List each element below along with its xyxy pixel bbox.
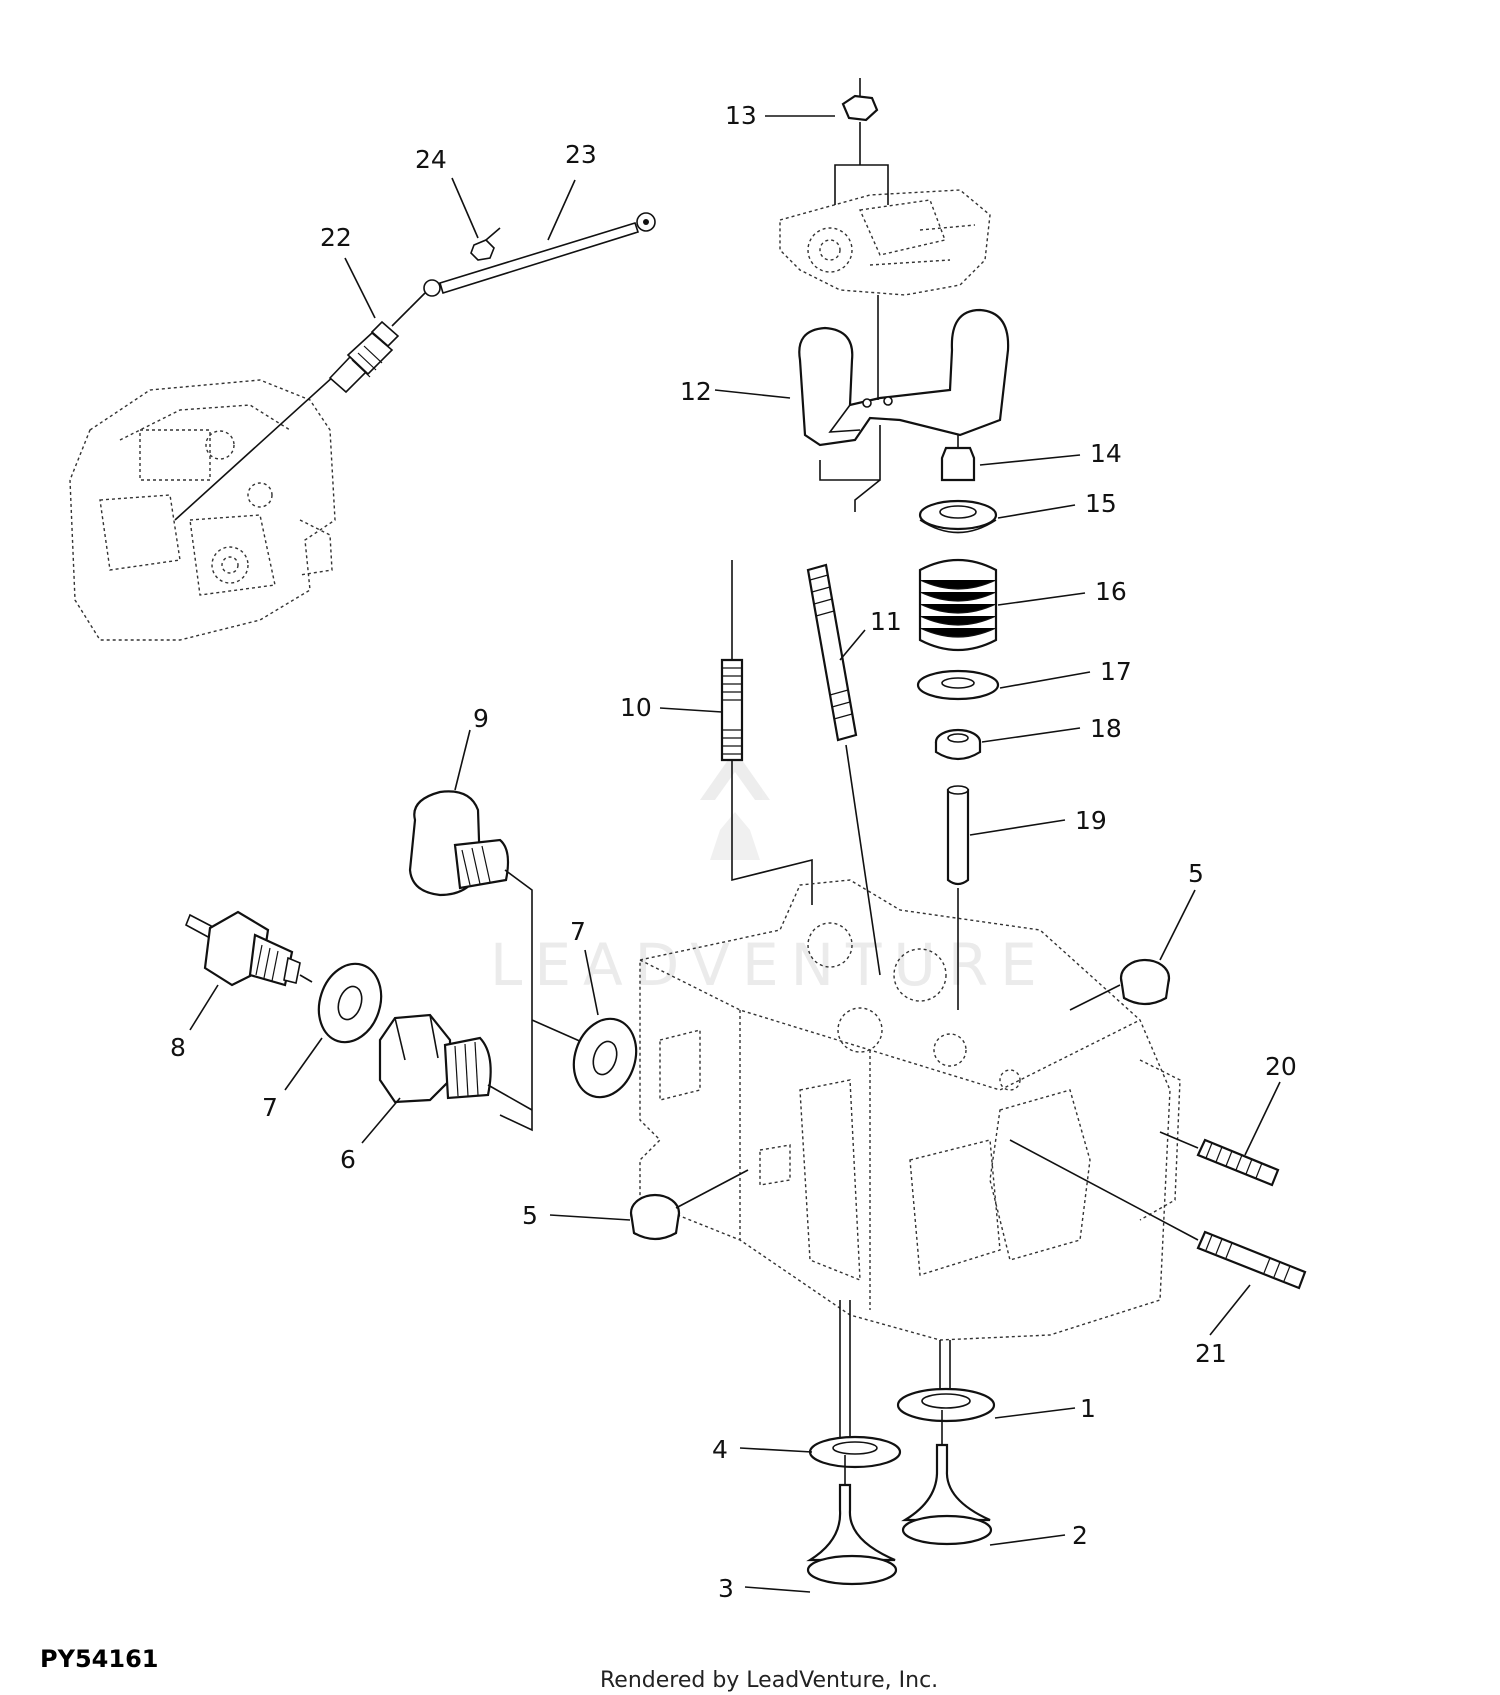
intake-valve (806, 1300, 902, 1586)
exhaust-stud-long (1009, 1139, 1307, 1290)
exhaust-stud-short (1159, 1131, 1280, 1187)
credit-text: Rendered by LeadVenture, Inc. (600, 1668, 938, 1693)
callout-2: 2 (1072, 1521, 1088, 1550)
injection-pump-ghost (69, 379, 336, 641)
callout-4: 4 (712, 1435, 728, 1464)
spring-retainer (918, 499, 998, 534)
callout-7-right: 7 (570, 917, 586, 946)
glow-plug-wire (409, 212, 656, 309)
callout-19: 19 (1075, 806, 1107, 835)
callout-5-left: 5 (522, 1201, 538, 1230)
callout-9: 9 (473, 704, 489, 733)
callout-18: 18 (1090, 714, 1122, 743)
callout-1: 1 (1080, 1394, 1096, 1423)
cylinder-head-ghost (639, 879, 1181, 1341)
figure-id: PY54161 (40, 1645, 158, 1673)
callout-22: 22 (320, 223, 352, 252)
washer-left (317, 962, 383, 1044)
expansion-plug-right (1069, 958, 1171, 1011)
callout-23: 23 (565, 140, 597, 169)
valve-cap (940, 435, 976, 482)
plug (408, 790, 601, 1132)
callout-8: 8 (170, 1033, 186, 1062)
watermark-text: LEADVENTURE (490, 931, 1049, 999)
wire-nut (470, 227, 501, 261)
stud-short (720, 560, 813, 905)
callout-5-right: 5 (1188, 859, 1204, 888)
expansion-plug-left (629, 1169, 749, 1241)
washer-right (572, 1017, 638, 1099)
callout-12: 12 (680, 377, 712, 406)
valve-stem-seal (934, 728, 982, 761)
spring-seat (916, 669, 1000, 701)
callout-24: 24 (415, 145, 447, 174)
callout-14: 14 (1090, 439, 1122, 468)
leader-lines (189, 115, 1281, 1593)
callout-7-left: 7 (262, 1093, 278, 1122)
valve-spring (918, 558, 998, 652)
callout-15: 15 (1085, 489, 1117, 518)
rocker-bracket (798, 295, 1010, 512)
callout-10: 10 (620, 693, 652, 722)
stud-long (806, 563, 881, 976)
rocker-arm-ghost (779, 189, 991, 296)
callout-16: 16 (1095, 577, 1127, 606)
glow-plug (174, 307, 411, 521)
callout-3: 3 (718, 1574, 734, 1603)
callout-17: 17 (1100, 657, 1132, 686)
watermark: LEADVENTURE (490, 750, 1049, 999)
hex-plug (378, 1013, 533, 1111)
callout-20: 20 (1265, 1052, 1297, 1081)
temperature-sensor (184, 910, 313, 987)
valve-guide (946, 785, 970, 1010)
callout-labels: 13 24 23 22 12 14 15 16 17 18 19 10 11 9… (170, 101, 1297, 1603)
callout-13: 13 (725, 101, 757, 130)
callout-6: 6 (340, 1145, 356, 1174)
exhaust-valve (896, 1340, 996, 1546)
rocker-nut (834, 78, 889, 205)
callout-11: 11 (870, 607, 902, 636)
callout-21: 21 (1195, 1339, 1227, 1368)
